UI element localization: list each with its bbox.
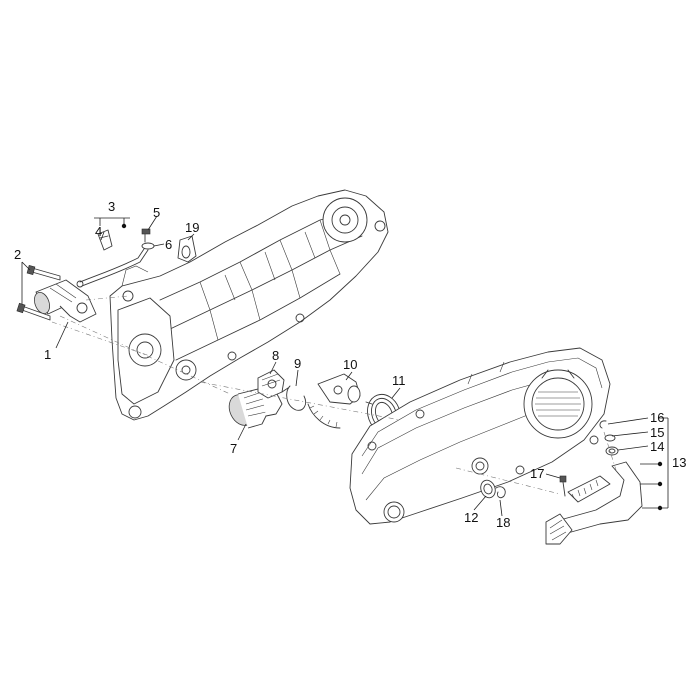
callout-15: 15 (650, 425, 664, 440)
callout-1: 1 (44, 347, 51, 362)
callout-5: 5 (153, 205, 160, 220)
callout-12: 12 (464, 510, 478, 525)
screw-washer-5-6 (141, 228, 155, 250)
cable-assembly (76, 229, 149, 288)
callout-10: 10 (343, 357, 357, 372)
callout-16: 16 (650, 410, 664, 425)
callout-17: 17 (530, 466, 544, 481)
transmission-cover (349, 347, 611, 525)
callout-14: 14 (650, 439, 664, 454)
leader-lines (21, 215, 669, 517)
kickstart-lever (545, 420, 643, 545)
seal-and-clip-12-18 (480, 479, 506, 499)
callout-18: 18 (496, 515, 510, 530)
callout-2: 2 (14, 247, 21, 262)
kickstart-sector (307, 373, 361, 429)
callout-labels: 1 2 3 4 5 6 19 7 8 9 10 11 12 18 17 16 1… (14, 199, 686, 530)
callout-8: 8 (272, 348, 279, 363)
circlip-9 (281, 385, 307, 411)
crankcase (109, 189, 389, 421)
starter-motor (34, 279, 97, 323)
cable-clamp-19 (177, 235, 197, 263)
callout-19: 19 (185, 220, 199, 235)
callout-4: 4 (95, 224, 102, 239)
starter-drive-gear (228, 387, 283, 429)
callout-13: 13 (672, 455, 686, 470)
assembly-center-lines (51, 295, 617, 495)
callout-11: 11 (392, 373, 406, 388)
callout-3: 3 (108, 199, 115, 214)
callout-9: 9 (294, 356, 301, 371)
reference-dots (121, 223, 663, 511)
callout-7: 7 (230, 441, 237, 456)
screws-2 (16, 264, 61, 321)
callout-6: 6 (165, 237, 172, 252)
